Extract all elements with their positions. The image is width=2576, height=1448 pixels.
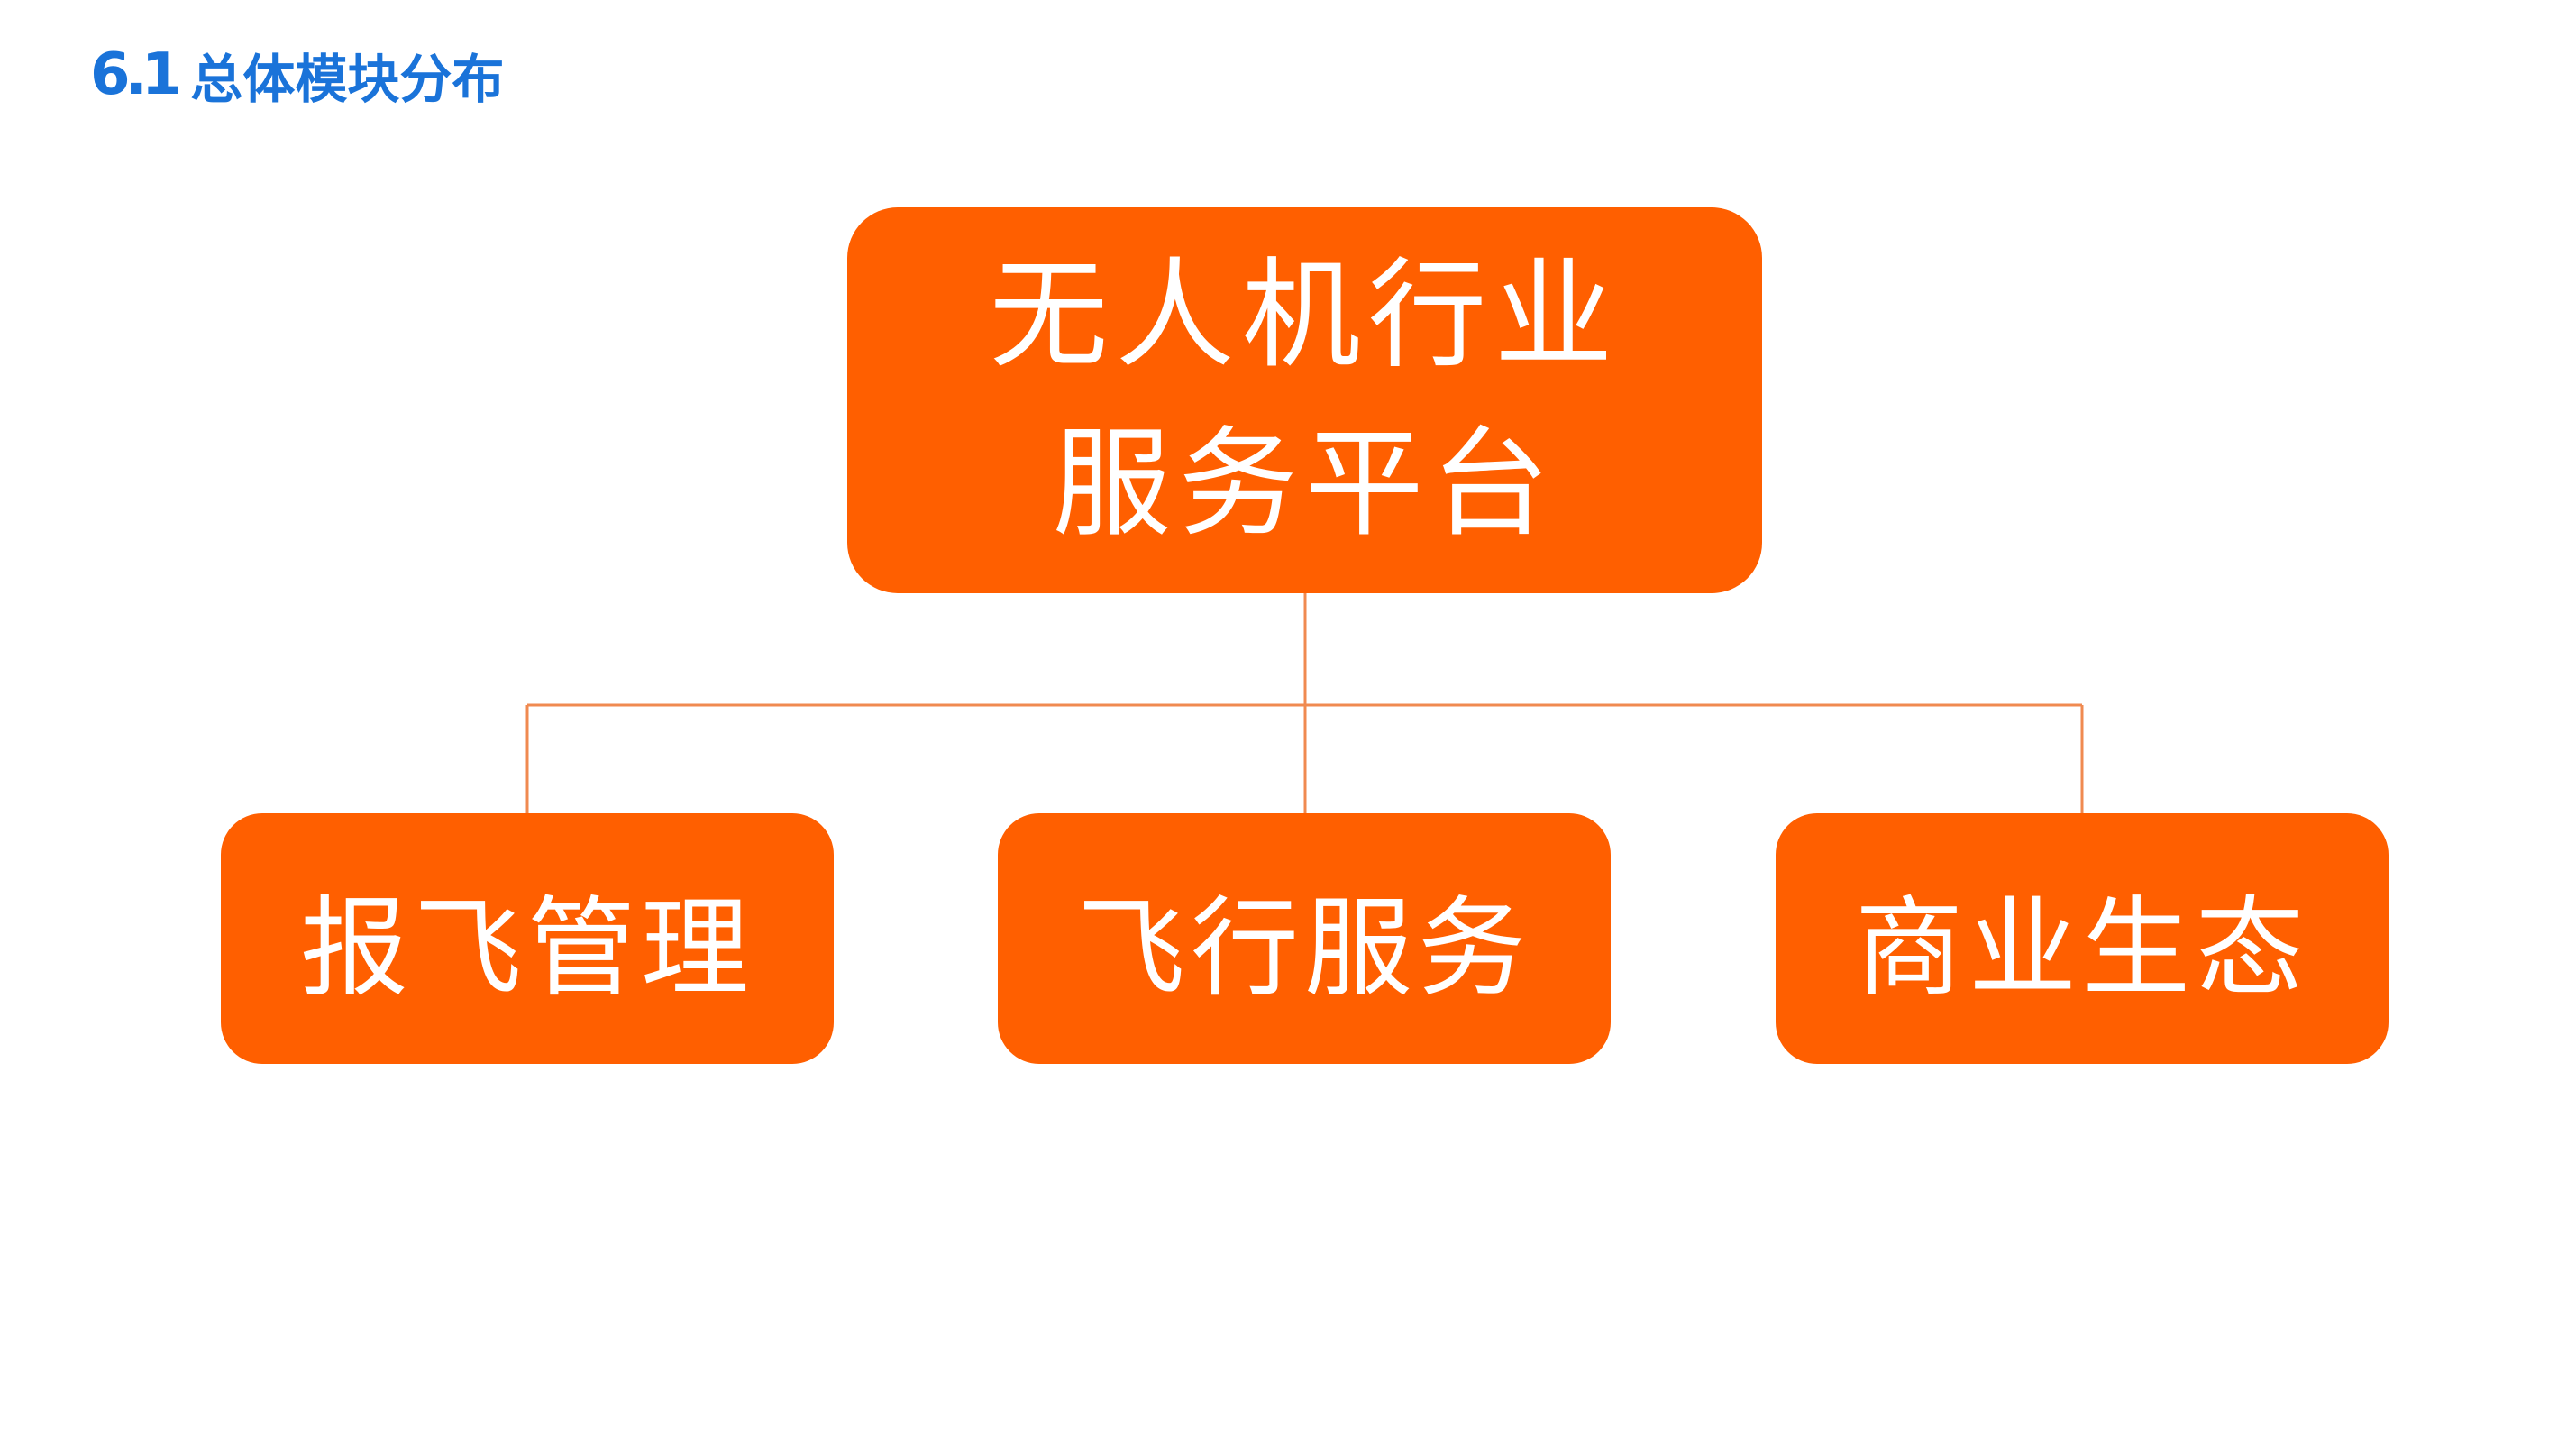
root-node: 无人机行业 服务平台 <box>847 207 1762 593</box>
child-node-label: 飞行服务 <box>1077 886 1531 1012</box>
child-node-flight-service: 飞行服务 <box>998 813 1611 1064</box>
section-title: 总体模块分布 <box>190 49 505 110</box>
child-node-flight-reporting: 报飞管理 <box>221 813 834 1064</box>
child-node-label: 商业生态 <box>1855 886 2309 1012</box>
child-node-business-ecosystem: 商业生态 <box>1776 813 2389 1064</box>
child-node-label: 报飞管理 <box>300 886 754 1012</box>
root-node-line-2: 服务平台 <box>1052 415 1557 554</box>
slide-title: 6.1 总体模块分布 <box>90 34 504 115</box>
section-number: 6.1 <box>90 41 181 108</box>
root-node-line-1: 无人机行业 <box>989 245 1621 385</box>
